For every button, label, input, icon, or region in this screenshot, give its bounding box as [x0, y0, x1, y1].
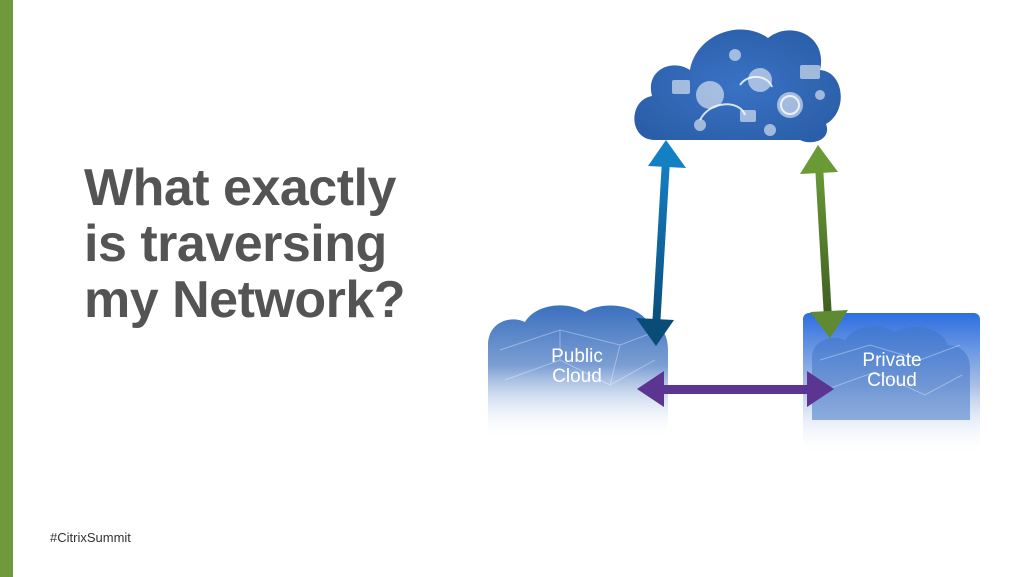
- private-cloud-link-arrow: [800, 145, 848, 338]
- social-media-cloud-icon: [634, 29, 841, 143]
- title-line-2: is traversing: [84, 215, 387, 273]
- private-cloud-label-line1: Private: [862, 350, 921, 371]
- public-cloud-label-line1: Public: [551, 346, 603, 367]
- public-cloud-link-arrow: [636, 140, 686, 346]
- title-line-1: What exactly: [84, 159, 396, 217]
- public-cloud-label-line2: Cloud: [552, 366, 602, 387]
- public-cloud: Public Cloud: [488, 305, 668, 440]
- slide-title: What exactly is traversing my Network?: [84, 160, 484, 328]
- cloud-interconnect-arrow: [637, 371, 834, 407]
- title-line-3: my Network?: [84, 271, 406, 329]
- private-cloud: Private Cloud: [803, 313, 980, 458]
- private-cloud-label-line2: Cloud: [867, 370, 917, 391]
- event-hashtag: #CitrixSummit: [50, 530, 131, 545]
- accent-bar: [0, 0, 13, 577]
